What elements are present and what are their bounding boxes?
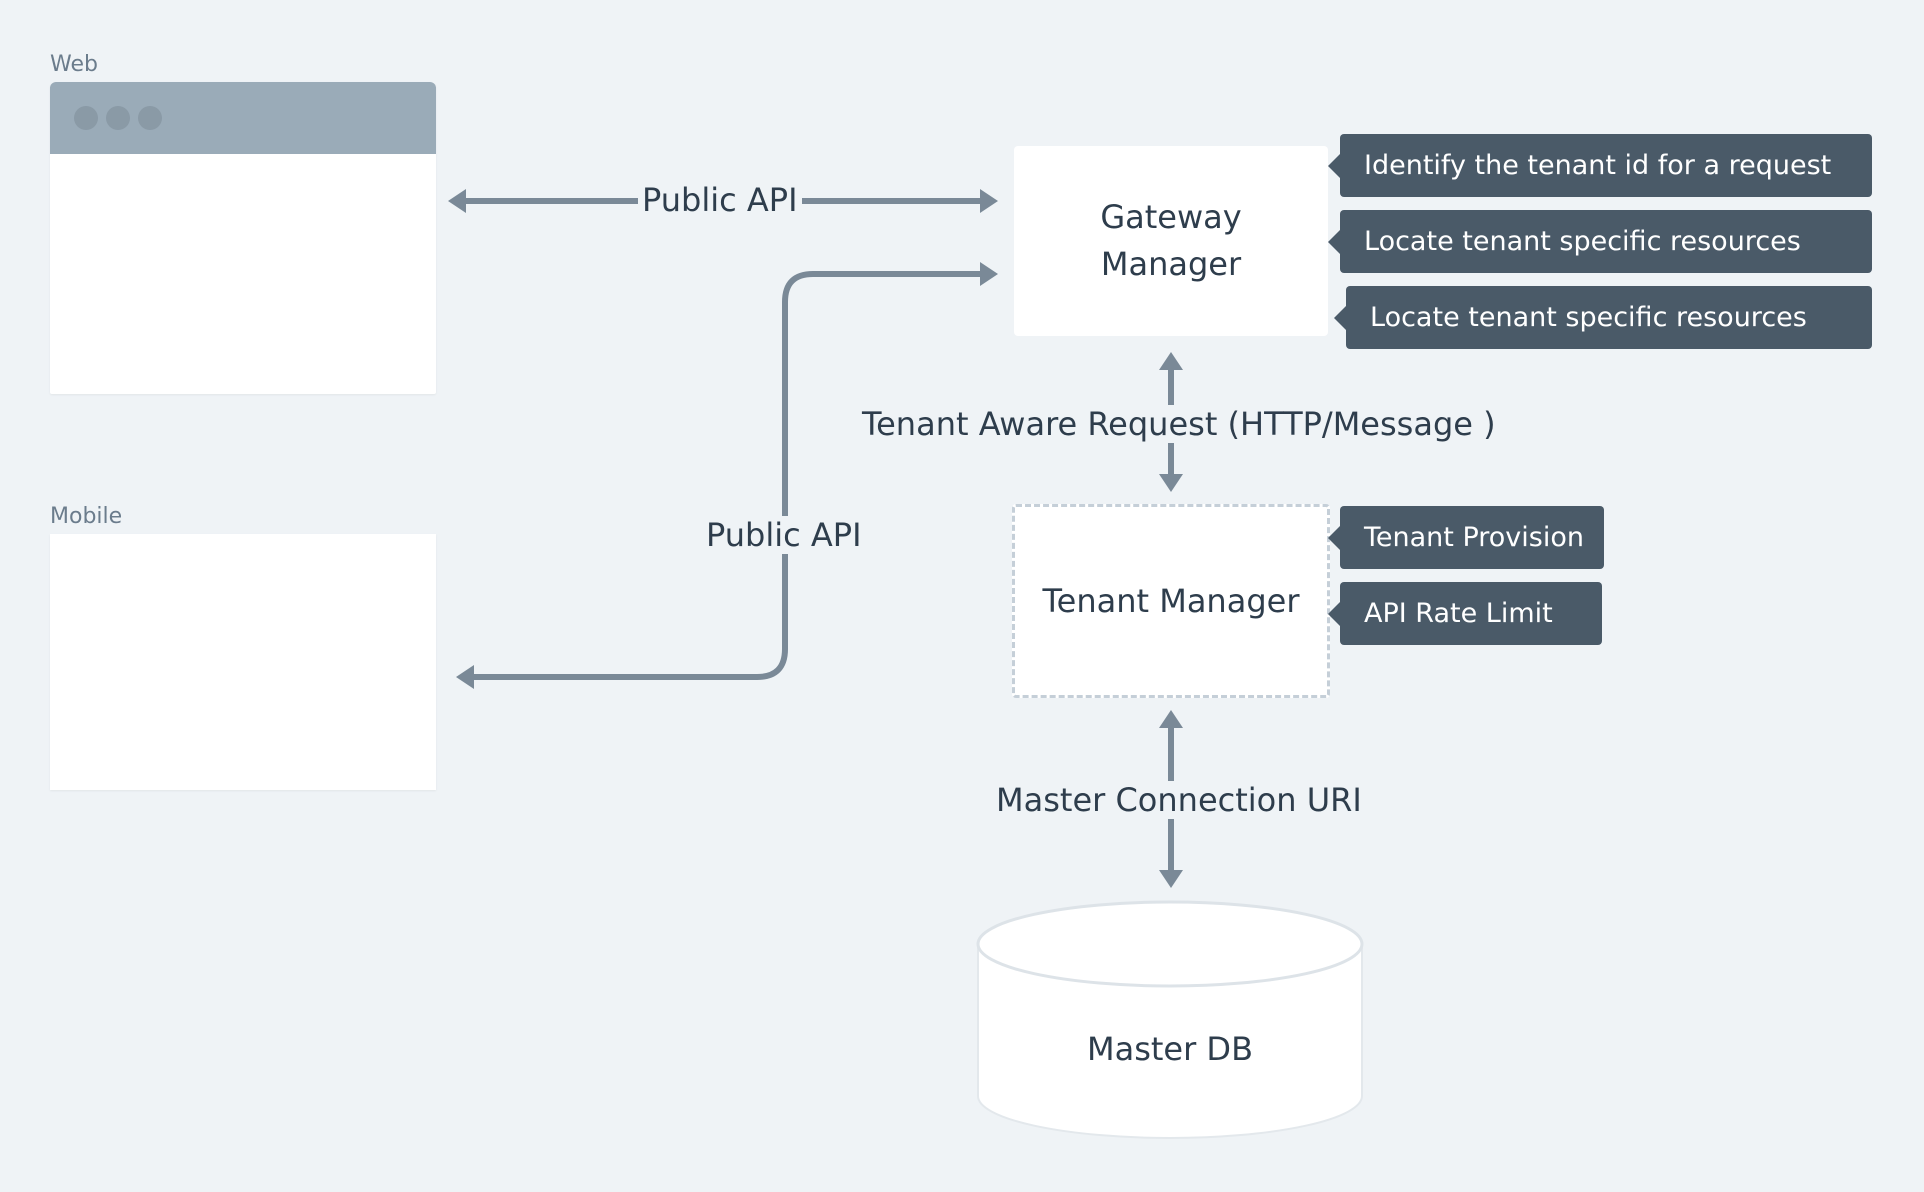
tenant-manager-label: Tenant Manager xyxy=(1042,581,1300,620)
web-label: Web xyxy=(50,52,98,77)
arrow-head-tenant-top xyxy=(1159,474,1183,492)
master-db-label: Master DB xyxy=(1086,1030,1254,1068)
web-window-titlebar xyxy=(50,82,436,154)
arrow-head-gateway-bottom xyxy=(1159,352,1183,370)
window-dot-icon xyxy=(74,106,98,130)
window-dot-icon xyxy=(138,106,162,130)
tenant-tag: Tenant Provision xyxy=(1328,506,1604,569)
mobile-public-api-label: Public API xyxy=(702,516,866,554)
master-connection-label: Master Connection URI xyxy=(992,781,1366,819)
web-public-api-label: Public API xyxy=(638,181,802,219)
gateway-tag: Locate tenant specific resources xyxy=(1334,286,1872,349)
arrow-head-gateway-mid xyxy=(980,262,998,286)
gateway-tag: Identify the tenant id for a request xyxy=(1328,134,1872,197)
arrow-head-web xyxy=(448,189,466,213)
gateway-manager-line2: Manager xyxy=(1100,245,1242,283)
gateway-tag: Locate tenant specific resources xyxy=(1328,210,1872,273)
web-window xyxy=(50,82,436,394)
gateway-manager-line1: Gateway xyxy=(1100,198,1242,236)
arrow-head-mobile xyxy=(456,665,474,689)
tenant-tag: API Rate Limit xyxy=(1328,582,1602,645)
mobile-label: Mobile xyxy=(50,504,123,529)
gateway-manager-node: Gateway Manager xyxy=(1014,146,1328,336)
mobile-window xyxy=(50,534,436,790)
tenant-aware-request-label: Tenant Aware Request (HTTP/Message ) xyxy=(858,405,1500,443)
tenant-manager-node: Tenant Manager xyxy=(1012,504,1330,698)
arrow-head-db xyxy=(1159,870,1183,888)
arrow-head-tenant-bottom xyxy=(1159,710,1183,728)
arrow-head-gateway-top xyxy=(980,189,998,213)
window-dot-icon xyxy=(106,106,130,130)
mobile-gateway-path xyxy=(463,271,991,680)
master-db-cylinder xyxy=(976,900,1364,1139)
